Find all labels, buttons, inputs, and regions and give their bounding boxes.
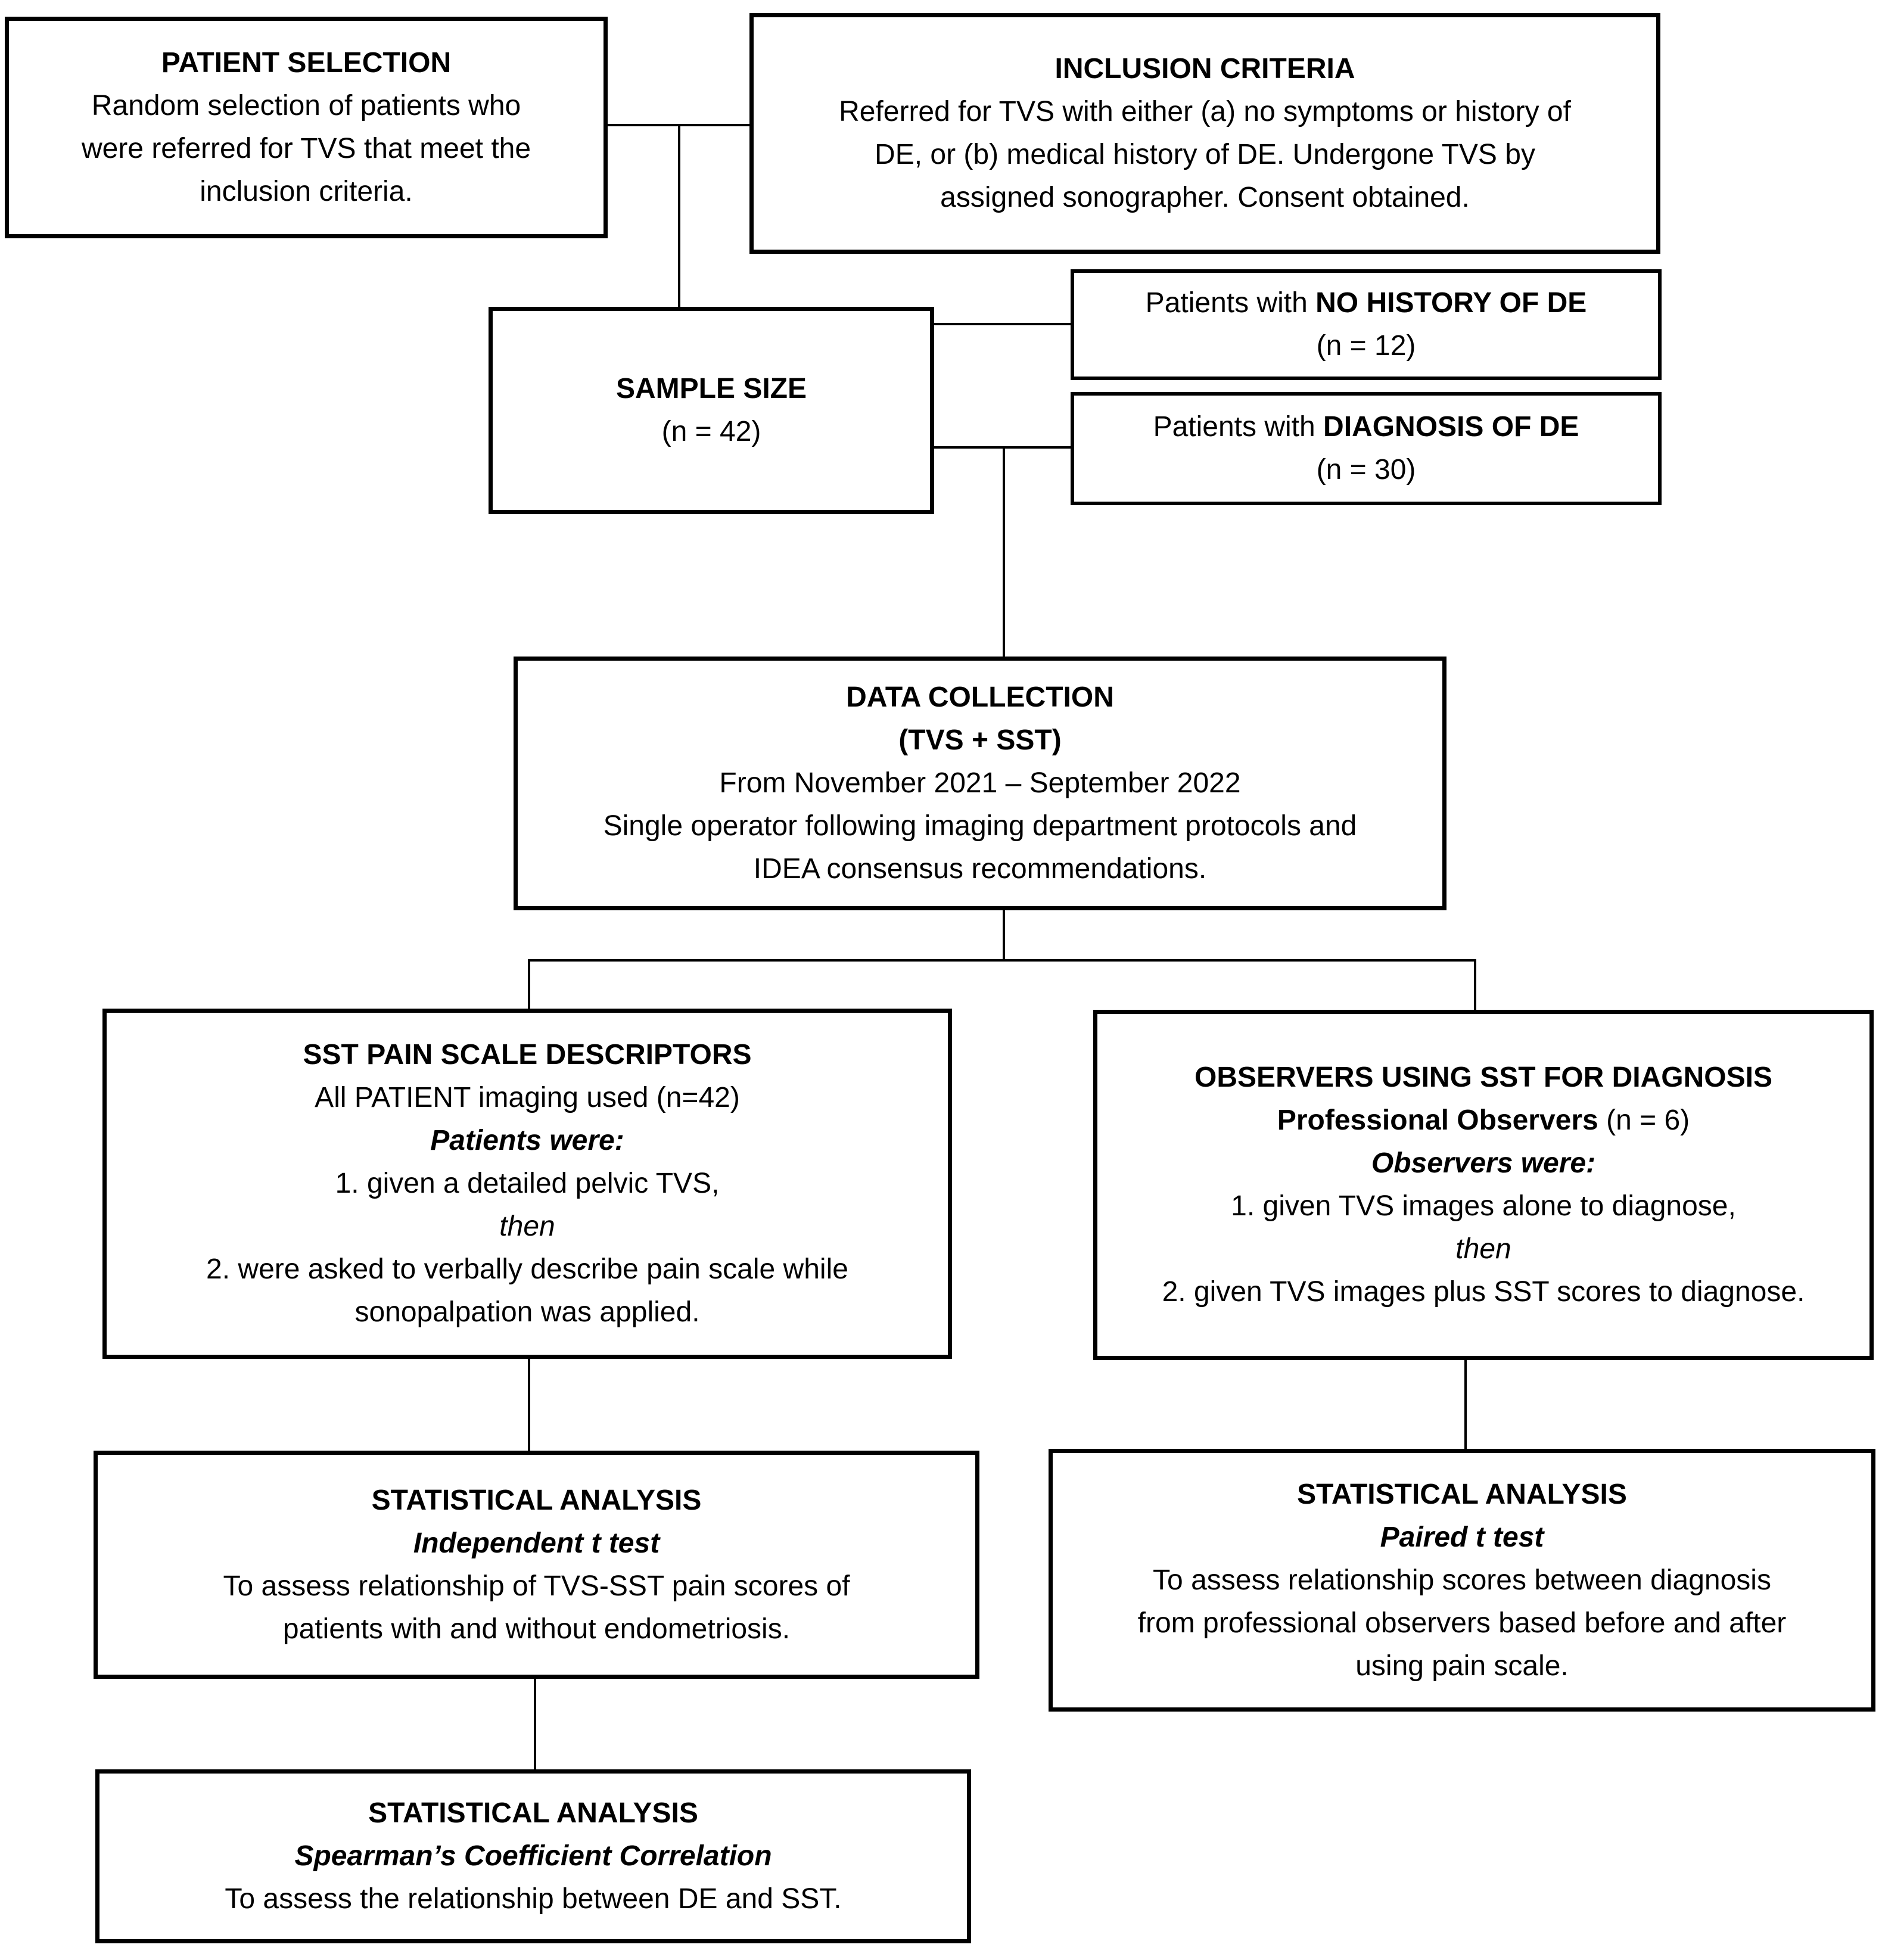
sst-pain-scale-leadin: Patients were: [430, 1125, 624, 1156]
stat-independent-box: STATISTICAL ANALYSIS Independent t test … [94, 1451, 979, 1679]
sample-size-n: (n = 42) [661, 416, 761, 447]
stat-paired-purpose: To assess relationship scores between di… [1137, 1564, 1787, 1682]
stat-independent-purpose: To assess relationship of TVS-SST pain s… [223, 1570, 850, 1645]
diagnosis-de-label: Patients with DIAGNOSIS OF DE [1153, 406, 1579, 449]
inclusion-criteria-title: INCLUSION CRITERIA [1054, 53, 1355, 85]
stat-spearman-box: STATISTICAL ANALYSIS Spearman’s Coeffici… [95, 1769, 971, 1943]
no-history-de-prefix: Patients with [1145, 287, 1316, 319]
no-history-de-n: (n = 12) [1316, 330, 1416, 362]
sst-pain-scale-step1: 1. given a detailed pelvic TVS, [335, 1168, 720, 1199]
stat-independent-title: STATISTICAL ANALYSIS [371, 1484, 702, 1516]
sample-size-title: SAMPLE SIZE [615, 373, 807, 405]
no-history-de-label: Patients with NO HISTORY OF DE [1146, 282, 1587, 325]
diagnosis-de-prefix: Patients with [1153, 411, 1324, 443]
sst-pain-scale-box: SST PAIN SCALE DESCRIPTORS All PATIENT i… [102, 1009, 952, 1359]
observers-sst-box: OBSERVERS USING SST FOR DIAGNOSIS Profes… [1093, 1010, 1874, 1360]
stat-independent-method: Independent t test [413, 1527, 660, 1559]
observers-sst-then: then [1455, 1233, 1511, 1265]
stat-spearman-title: STATISTICAL ANALYSIS [368, 1797, 698, 1829]
connector-down-to-observers [1474, 959, 1476, 1012]
sst-pain-scale-sample: All PATIENT imaging used (n=42) [315, 1082, 740, 1113]
data-collection-box: DATA COLLECTION (TVS + SST) From Novembe… [514, 657, 1447, 910]
stat-paired-title: STATISTICAL ANALYSIS [1297, 1478, 1627, 1510]
stat-spearman-purpose: To assess the relationship between DE an… [225, 1883, 842, 1915]
observers-sst-leadin: Observers were: [1371, 1147, 1596, 1179]
patient-selection-body: Random selection of patients who were re… [81, 90, 531, 207]
observers-sst-subtitle-bold: Professional Observers [1277, 1105, 1598, 1136]
connector-statindependent-spearman [534, 1677, 536, 1771]
connector-observers-statpaired [1464, 1358, 1467, 1451]
patient-selection-title: PATIENT SELECTION [161, 47, 452, 79]
inclusion-criteria-body: Referred for TVS with either (a) no symp… [839, 96, 1571, 213]
patient-selection-box: PATIENT SELECTION Random selection of pa… [5, 17, 608, 238]
connector-distribution-bar [528, 959, 1476, 962]
data-collection-title: DATA COLLECTION [846, 682, 1114, 713]
no-history-de-emphasis: NO HISTORY OF DE [1315, 287, 1587, 319]
connector-samplesize-nohistory [933, 323, 1072, 325]
stat-paired-box: STATISTICAL ANALYSIS Paired t test To as… [1049, 1449, 1875, 1712]
connector-top-to-samplesize [678, 124, 680, 308]
diagnosis-de-n: (n = 30) [1316, 454, 1416, 486]
connector-samplesize-diagnosis [933, 446, 1072, 449]
observers-sst-subtitle-rest: (n = 6) [1598, 1105, 1690, 1136]
observers-sst-step1: 1. given TVS images alone to diagnose, [1231, 1190, 1736, 1222]
sst-pain-scale-title: SST PAIN SCALE DESCRIPTORS [303, 1039, 752, 1071]
no-history-de-box: Patients with NO HISTORY OF DE (n = 12) [1071, 269, 1662, 380]
sst-pain-scale-step2: 2. were asked to verbally describe pain … [206, 1253, 848, 1328]
stat-spearman-method: Spearman’s Coefficient Correlation [294, 1840, 772, 1872]
diagnosis-de-emphasis: DIAGNOSIS OF DE [1323, 411, 1579, 443]
connector-datacollection-down [1003, 909, 1005, 960]
data-collection-subtitle: (TVS + SST) [898, 724, 1062, 756]
stat-paired-method: Paired t test [1380, 1521, 1544, 1553]
sample-size-box: SAMPLE SIZE (n = 42) [489, 307, 934, 514]
observers-sst-step2: 2. given TVS images plus SST scores to d… [1162, 1276, 1805, 1308]
observers-sst-title: OBSERVERS USING SST FOR DIAGNOSIS [1194, 1062, 1772, 1093]
inclusion-criteria-box: INCLUSION CRITERIA Referred for TVS with… [749, 13, 1660, 254]
connector-sstpain-statindependent [528, 1357, 530, 1452]
connector-down-to-datacollection [1003, 446, 1005, 658]
data-collection-detail: Single operator following imaging depart… [603, 810, 1357, 885]
connector-down-to-sstpain [528, 959, 530, 1010]
data-collection-period: From November 2021 – September 2022 [719, 767, 1241, 799]
diagnosis-de-box: Patients with DIAGNOSIS OF DE (n = 30) [1071, 392, 1662, 505]
observers-sst-subtitle: Professional Observers (n = 6) [1277, 1099, 1690, 1142]
sst-pain-scale-then: then [499, 1211, 555, 1242]
